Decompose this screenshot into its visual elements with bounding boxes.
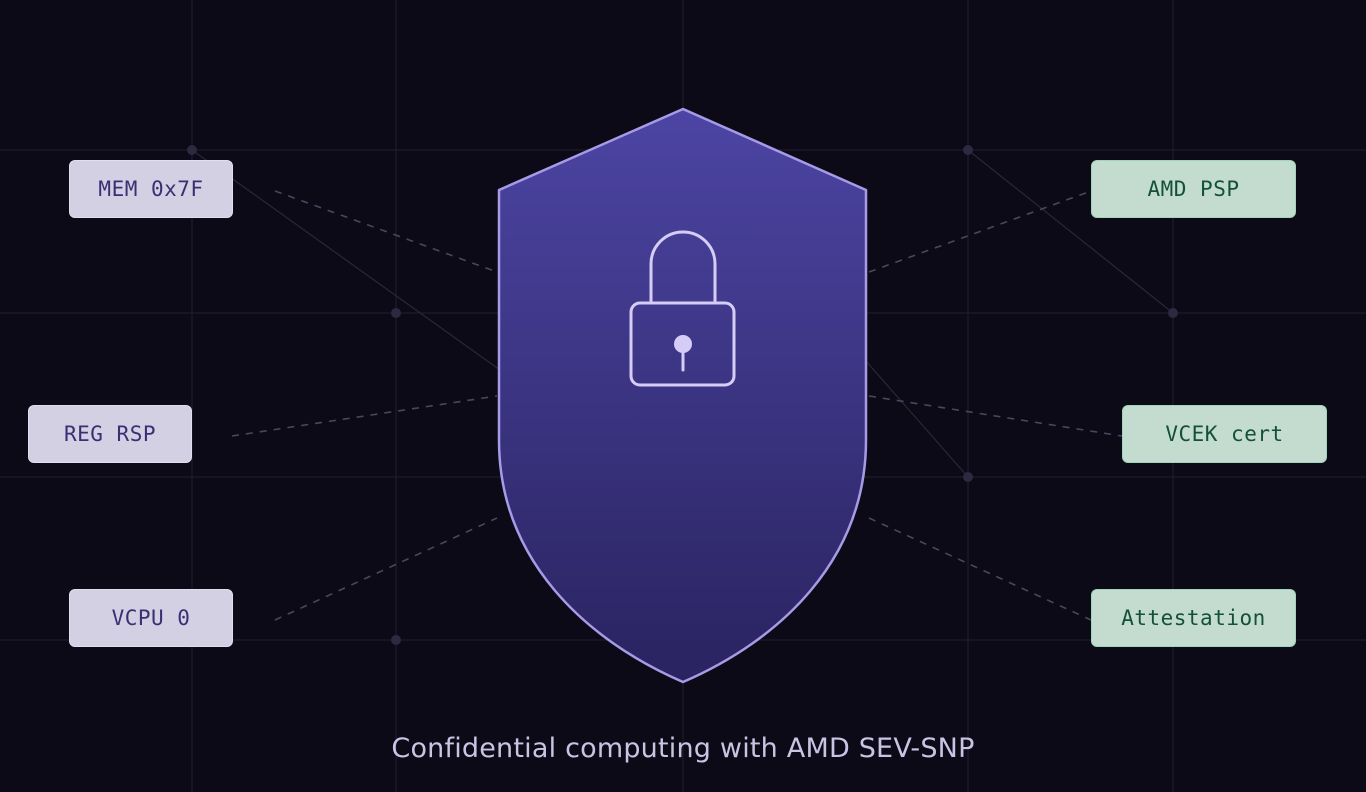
- connector-vcek: [868, 395, 1123, 437]
- grid-nodes: [187, 145, 1178, 645]
- diagram-caption: Confidential computing with AMD SEV-SNP: [391, 733, 975, 764]
- connector-psp: [868, 190, 1092, 273]
- attestation-chip: Attestation: [1091, 589, 1296, 647]
- padlock-icon: [629, 230, 736, 387]
- amd-psp-chip: AMD PSP: [1091, 160, 1296, 218]
- vcek-cert-chip: VCEK cert: [1122, 405, 1327, 463]
- vcpu-chip: VCPU 0: [69, 589, 233, 647]
- connector-reg: [231, 395, 498, 437]
- connector-attestation: [868, 517, 1092, 621]
- memory-chip: MEM 0x7F: [69, 160, 233, 218]
- shield-shape: [497, 107, 868, 684]
- connector-mem: [274, 190, 498, 273]
- connector-vcpu: [274, 517, 498, 621]
- background-diagonals: [191, 149, 1174, 478]
- register-chip: REG RSP: [28, 405, 192, 463]
- dashed-connectors: [231, 190, 1123, 621]
